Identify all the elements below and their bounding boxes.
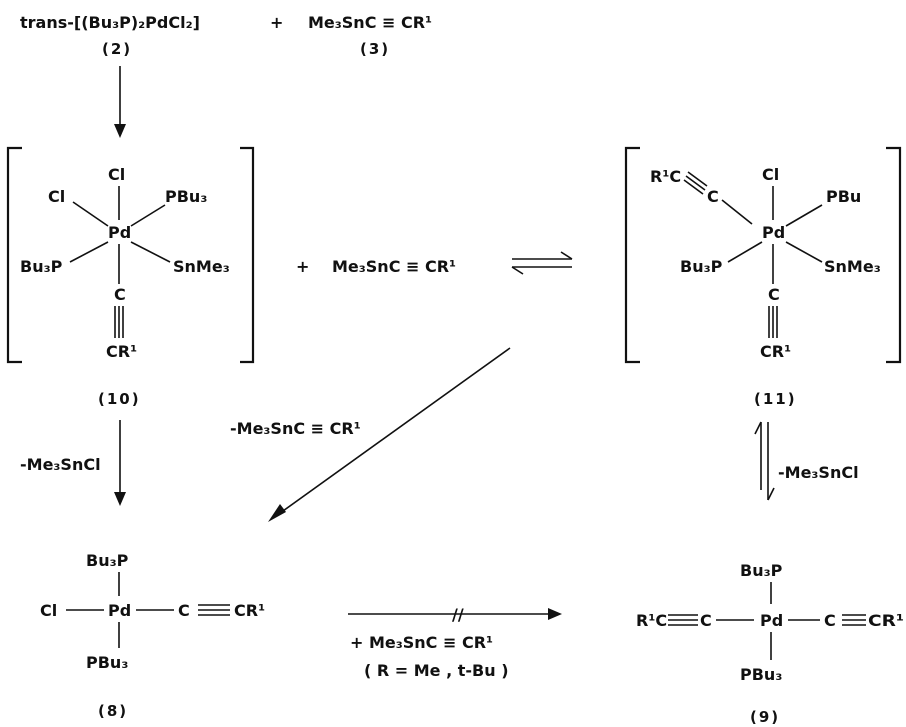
ligand-bu3p-left-11: Bu₃P [680,257,723,276]
blocked-arrowhead [548,608,562,620]
bond-pd-pbu-11 [785,204,823,227]
metal-pd-10: Pd [108,223,131,242]
alkynyl-r1c-9: R¹C [636,611,667,630]
triple-bond-a-11 [685,175,706,191]
bracket-right-11 [886,146,902,364]
alkynyl-c-right-9: C [824,611,836,630]
compound-label-2: (2) [102,40,132,58]
compound-label-9: (9) [750,708,780,726]
triple-bond-c-11 [683,179,704,195]
bracket-left-10 [6,146,22,364]
ligand-pbu3-right-10: PBu₃ [165,187,207,206]
ligand-bu3p-top-9: Bu₃P [740,561,783,580]
ligand-bu3p-top-8: Bu₃P [86,551,129,570]
ligand-cl-8: Cl [40,601,57,620]
diagonal-arrow-to-8 [275,347,511,517]
alkynyl-c-bottom-11: C [768,285,780,304]
diagonal-arrow-label: -Me₃SnC ≡ CR¹ [230,419,361,438]
diagonal-arrowhead-to-8 [268,504,286,522]
alkynyl-cr1-right-9: CR¹ [868,611,904,630]
blocked-arrow-condition: ( R = Me , t-Bu ) [364,661,509,680]
metal-pd-11: Pd [762,223,785,242]
ligand-pbu3-bottom-9: PBu₃ [740,665,782,684]
alkynyl-r1c-11: R¹C [650,167,681,186]
stannane-reagent-formula: Me₃SnC ≡ CR¹ [308,13,432,32]
bracket-left-11 [624,146,640,364]
ligand-snme3-right-10: SnMe₃ [173,257,230,276]
ligand-pbu-right-11: PBu [826,187,861,206]
metal-pd-9: Pd [760,611,783,630]
ligand-snme3-right-11: SnMe₃ [824,257,881,276]
compound-label-8: (8) [98,702,128,720]
metal-pd-8: Pd [108,601,131,620]
bond-pd-bu3p-10 [69,241,109,263]
compound-label-11: (11) [754,390,797,408]
bond-pd-snme3-11 [785,241,823,263]
eq-arrow-up-head [754,421,762,435]
bond-pd-snme3-10 [130,241,171,263]
starting-complex-formula: trans-[(Bu₃P)₂PdCl₂] [20,13,200,32]
alkynyl-c-8: C [178,601,190,620]
compound-label-10: (10) [98,390,141,408]
alkynyl-cr1-11: CR¹ [760,342,791,361]
plus-sign-middle: + [296,257,309,276]
bracket-right-10 [240,146,255,364]
compound-label-3: (3) [360,40,390,58]
eq-arrow-11-9-label: -Me₃SnCl [778,463,859,482]
alkynyl-cr1-10: CR¹ [106,342,137,361]
arrowhead-2-to-10 [114,124,126,138]
alkynyl-c-left-11: C [707,187,719,206]
ligand-cl-left-10: Cl [48,187,65,206]
bond-pd-pbu3-10 [130,204,166,227]
bond-pd-bu3p-11 [727,241,763,263]
stannane-middle-formula: Me₃SnC ≡ CR¹ [332,257,456,276]
arrowhead-10-to-8 [114,492,126,506]
bond-c-pd-11 [721,199,753,225]
equilibrium-arrows [511,251,573,275]
ligand-bu3p-left-10: Bu₃P [20,257,63,276]
ligand-cl-top-11: Cl [762,165,779,184]
triple-bond-b-11 [687,171,708,187]
arrow-10-to-8-label: -Me₃SnCl [20,455,101,474]
eq-arrow-down-head [767,487,775,501]
blocked-arrow-reagent: + Me₃SnC ≡ CR¹ [350,633,493,652]
blocked-arrow-mark: // [452,605,464,624]
alkynyl-c-left-9: C [700,611,712,630]
ligand-pbu3-bottom-8: PBu₃ [86,653,128,672]
alkynyl-c-10: C [114,285,126,304]
plus-sign-top: + [270,13,283,32]
bond-pd-cl-left-10 [72,201,109,227]
alkynyl-cr1-8: CR¹ [234,601,265,620]
ligand-cl-top-10: Cl [108,165,125,184]
